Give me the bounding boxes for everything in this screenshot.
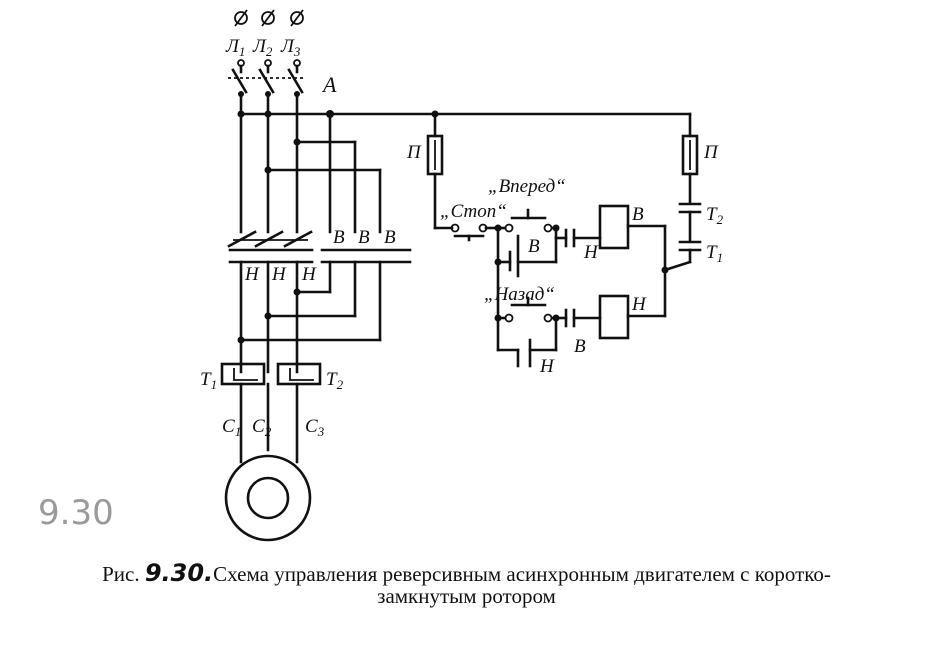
reverse-interlock-label-v: В bbox=[574, 336, 586, 357]
caption-prefix: Рис. bbox=[102, 562, 140, 586]
thermal-relays bbox=[220, 362, 322, 386]
relay-label-t2: Т2 bbox=[326, 369, 344, 392]
terminal-label-l2: Л2 bbox=[252, 36, 273, 59]
motor-leads bbox=[239, 382, 299, 464]
main-switch bbox=[228, 64, 306, 97]
contact-label-n2: Н bbox=[271, 264, 287, 285]
caption-number: 9.30. bbox=[144, 559, 214, 587]
back-button-label: „Назад“ bbox=[484, 284, 555, 305]
handwritten-number: 9.30 bbox=[38, 493, 114, 533]
terminal-label-l3: Л3 bbox=[280, 36, 301, 59]
coil-label-n: Н bbox=[631, 294, 647, 315]
contact-label-n1: Н bbox=[244, 264, 260, 285]
caption-text: Схема управления реверсивным асинхронным… bbox=[213, 562, 831, 586]
switch-label: А bbox=[321, 72, 337, 97]
terminal-label-l1: Л1 bbox=[225, 36, 245, 59]
fuse-label-left: П bbox=[406, 142, 422, 163]
contact-label-t2: Т2 bbox=[706, 204, 724, 227]
contact-label-v2: В bbox=[358, 227, 370, 248]
interlock-label-n: Н bbox=[583, 242, 599, 263]
relay-label-t1: Т1 bbox=[200, 369, 217, 392]
lead-label-c1: С1 bbox=[222, 416, 241, 439]
fuse-label-right: П bbox=[703, 142, 719, 163]
contactor-contacts bbox=[227, 230, 412, 374]
forward-button-label: „Вперед“ bbox=[488, 176, 566, 197]
caption-line-1: Рис. 9.30.Схема управления реверсивным а… bbox=[0, 561, 933, 586]
control-circuit bbox=[426, 112, 702, 368]
contact-label-v1: В bbox=[333, 227, 345, 248]
caption-line-2: замкнутым ротором bbox=[377, 584, 556, 608]
contact-label-v3: В bbox=[384, 227, 396, 248]
reverse-hold-label-n: Н bbox=[539, 356, 555, 377]
phase-lines bbox=[237, 92, 692, 234]
supply-terminals bbox=[234, 9, 304, 67]
lead-label-c3: С3 bbox=[305, 416, 325, 439]
contact-label-n3: Н bbox=[301, 264, 317, 285]
coil-label-v: В bbox=[632, 204, 644, 225]
motor bbox=[224, 454, 312, 542]
contact-label-t1: Т1 bbox=[706, 242, 723, 265]
stop-button-label: „Стоп“ bbox=[440, 201, 507, 222]
lead-label-c2: С2 bbox=[252, 416, 272, 439]
interlock-label-v: В bbox=[528, 236, 540, 257]
